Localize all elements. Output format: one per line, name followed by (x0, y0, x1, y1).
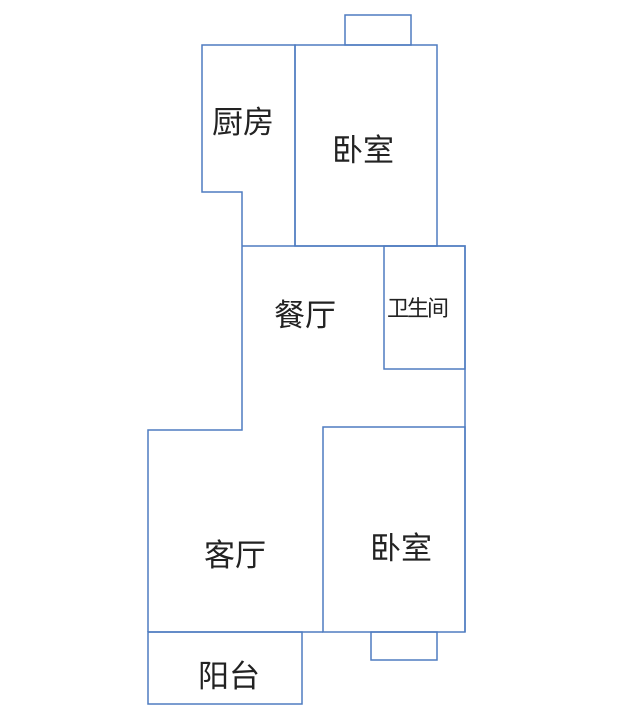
room-label-balcony: 阳台 (198, 659, 260, 695)
room-label-kitchen: 厨房 (212, 105, 274, 141)
balcony-outline (147, 631, 303, 705)
room-label-bedroom-bottom: 卧室 (370, 531, 432, 567)
room-label-living: 客厅 (204, 538, 266, 574)
top-window-bay (344, 14, 412, 46)
room-label-dining: 餐厅 (274, 298, 336, 334)
room-label-bedroom-top: 卧室 (332, 133, 394, 169)
kitchen-outline (201, 44, 296, 246)
bottom-window-bay (370, 631, 438, 661)
room-label-bathroom: 卫生间 (387, 297, 449, 322)
bathroom-outline (383, 245, 466, 370)
